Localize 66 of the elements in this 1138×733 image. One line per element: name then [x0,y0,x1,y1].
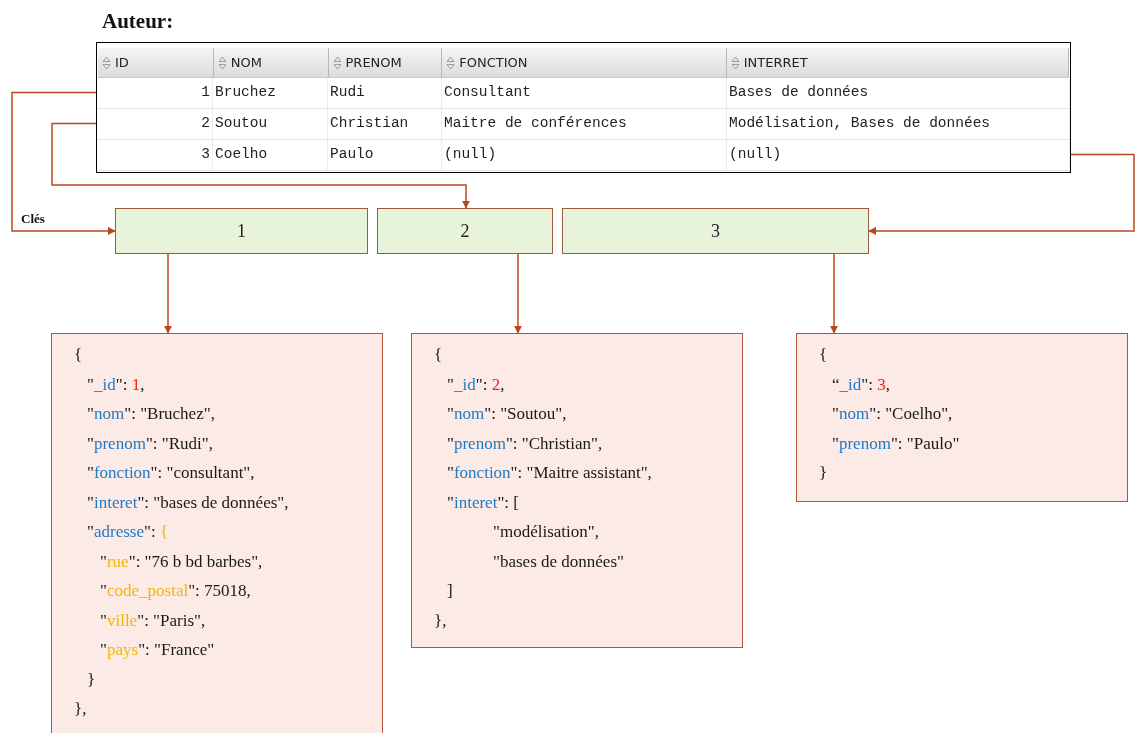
table-cell: Soutou [213,109,328,139]
column-header-text: PRENOM [345,53,402,72]
connector-arrow [514,253,522,334]
table-cell: Modélisation, Bases de données [727,109,1070,139]
code-line: "nom": "Bruchez", [87,403,215,425]
label: Clés [21,210,45,228]
code-line: { [819,344,828,366]
table-row [97,109,1070,140]
code-line: "prenom": "Paulo" [832,432,960,455]
code-line: } [87,668,96,691]
table-row [97,78,1070,109]
table-cell: 1 [97,78,213,108]
table-cell: Bases de données [727,78,1070,108]
code-line: "ville": "Paris", [100,609,206,632]
code-line: ] [447,580,453,602]
code-line: { [434,344,443,366]
code-line: } [819,462,828,484]
column-header-text: NOM [230,53,262,72]
json-document-box [51,333,383,733]
code-line: "interet": "bases de données", [87,491,289,514]
table-cell: Bruchez [213,78,328,108]
table-cell: 2 [97,109,213,139]
key-box: 1 [115,208,368,254]
json-document-box [411,333,743,648]
code-line: { [74,344,83,366]
table-cell: Maitre de conférences [442,109,727,139]
code-line: "interet": [ [447,491,519,514]
column-header-text: ID [115,53,129,72]
key-box: 3 [562,208,869,254]
code-line: "code_postal": 75018, [100,580,251,602]
code-line: }, [74,698,87,720]
code-line: "pays": "France" [100,639,215,661]
title: Auteur: [102,8,174,35]
table-cell: 3 [97,140,213,170]
code-line: "nom": "Soutou", [447,403,567,425]
column-header-text: FONCTION [459,53,528,72]
code-line: "adresse": { [87,521,169,543]
code-line: "fonction": "Maitre assistant", [447,462,652,484]
code-line: "modélisation", [493,521,599,543]
code-line: “_id": 3, [832,373,890,396]
connector-arrow [830,253,838,334]
column-header-text: INTERRET [743,53,808,72]
code-line: "_id": 1, [87,373,145,396]
code-line: "prenom": "Rudi", [87,432,214,455]
table-cell: Consultant [442,78,727,108]
json-document-box [796,333,1128,502]
connector-arrow [51,122,470,209]
table-cell: Rudi [328,78,442,108]
key-box: 2 [377,208,553,254]
connector-arrow [164,253,172,334]
code-line: "_id": 2, [447,373,505,396]
table-cell: (null) [442,140,727,170]
table-cell: Christian [328,109,442,139]
table-cell: (null) [727,140,1070,170]
table-cell: Paulo [328,140,442,170]
code-line: "rue": "76 b bd barbes", [100,550,263,573]
code-line: "prenom": "Christian", [447,432,603,455]
code-line: "bases de données" [493,550,624,573]
table-row [97,140,1070,171]
code-line: "fonction": "consultant", [87,462,255,484]
table-cell: Coelho [213,140,328,170]
code-line: "nom": "Coelho", [832,403,953,425]
connector-arrow [868,153,1135,235]
code-line: }, [434,609,447,632]
data-table [96,42,1071,173]
connector-arrow [11,91,116,235]
